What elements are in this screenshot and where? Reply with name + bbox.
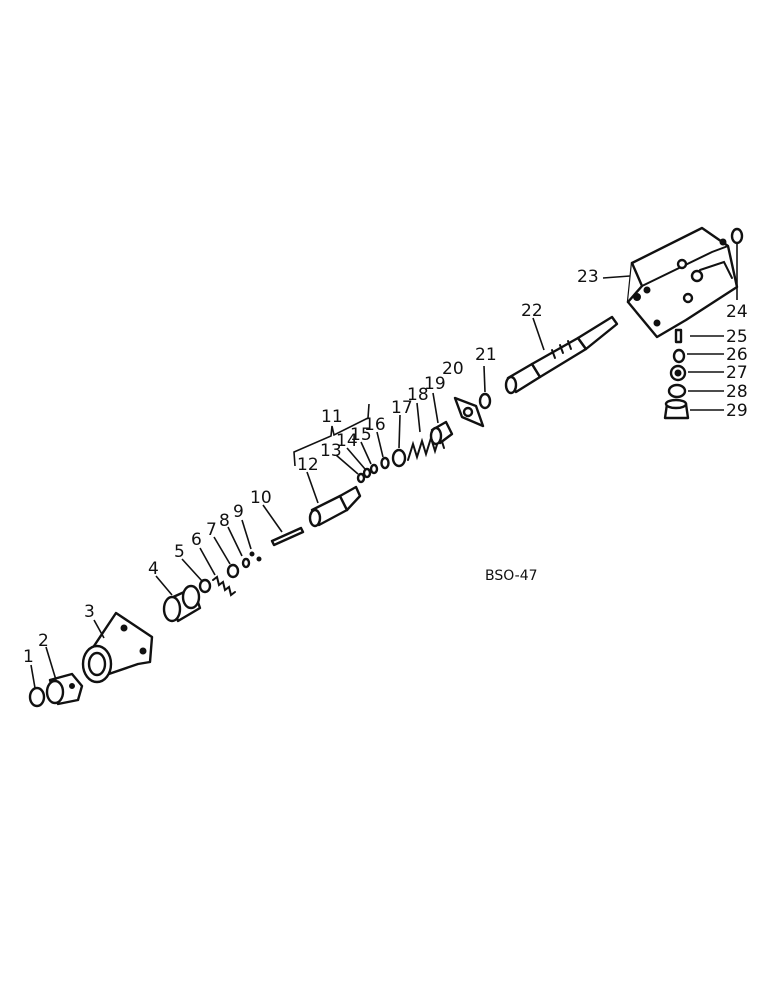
callout-22: 22	[521, 301, 543, 321]
part-4-sleeve	[162, 584, 202, 623]
part-2-elbow-fitting	[45, 672, 84, 706]
callout-18: 18	[407, 385, 429, 405]
callout-4: 4	[148, 559, 159, 579]
callout-17: 17	[391, 398, 413, 418]
leader-lines	[30, 244, 738, 689]
callout-1: 1	[23, 647, 34, 667]
part-21-o-ring	[478, 392, 492, 410]
part-14-washer	[362, 467, 372, 479]
callout-3: 3	[84, 602, 95, 622]
callout-20: 20	[442, 359, 464, 379]
part-13-washer	[356, 472, 366, 484]
callout-13: 13	[320, 441, 342, 461]
part-1-disc	[28, 686, 46, 708]
part-20-plate	[453, 396, 485, 428]
part-26-nut	[672, 348, 686, 364]
callout-23: 23	[577, 267, 599, 287]
part-11-group-bracket	[293, 403, 370, 467]
part-19-cap	[429, 420, 454, 446]
part-24-o-ring	[730, 227, 744, 245]
callout-15: 15	[350, 425, 372, 445]
callout-5: 5	[174, 542, 185, 562]
part-6-spring	[212, 575, 236, 597]
callout-24: 24	[726, 302, 748, 322]
callout-12: 12	[297, 455, 319, 475]
callout-19: 19	[424, 374, 446, 394]
callout-labels: 1 2 3 4 5 6 7 8 9 10 11 12 13 14 15 16 1…	[23, 267, 748, 667]
callout-28: 28	[726, 382, 748, 402]
part-17-washer	[391, 448, 407, 468]
callout-16: 16	[364, 415, 386, 435]
part-9-balls	[249, 551, 262, 562]
callout-2: 2	[38, 631, 49, 651]
part-27-plug	[669, 364, 687, 382]
part-5-washer	[198, 578, 212, 594]
drawing-code: BSO-47	[485, 568, 538, 584]
part-29-cap-plug	[663, 398, 690, 420]
part-8-washer	[241, 557, 251, 569]
callout-7: 7	[206, 520, 217, 540]
part-12-spool	[308, 485, 362, 528]
part-3-housing	[81, 611, 154, 684]
part-28-washer	[667, 383, 687, 399]
callout-14: 14	[336, 431, 358, 451]
callout-25: 25	[726, 327, 748, 347]
part-7-washer	[226, 563, 240, 579]
part-10-pin	[270, 526, 305, 547]
part-25-screw	[674, 328, 683, 344]
callout-8: 8	[219, 511, 230, 531]
callout-11: 11	[321, 407, 343, 427]
callout-27: 27	[726, 363, 748, 383]
callout-29: 29	[726, 401, 748, 421]
part-15-washer	[369, 463, 379, 475]
part-16-washer	[380, 456, 390, 470]
part-22-spool-shaft	[504, 315, 619, 395]
callout-6: 6	[191, 530, 202, 550]
callout-9: 9	[233, 502, 244, 522]
callout-10: 10	[250, 488, 272, 508]
callout-26: 26	[726, 345, 748, 365]
part-23-valve-body	[626, 226, 739, 339]
callout-21: 21	[475, 345, 497, 365]
